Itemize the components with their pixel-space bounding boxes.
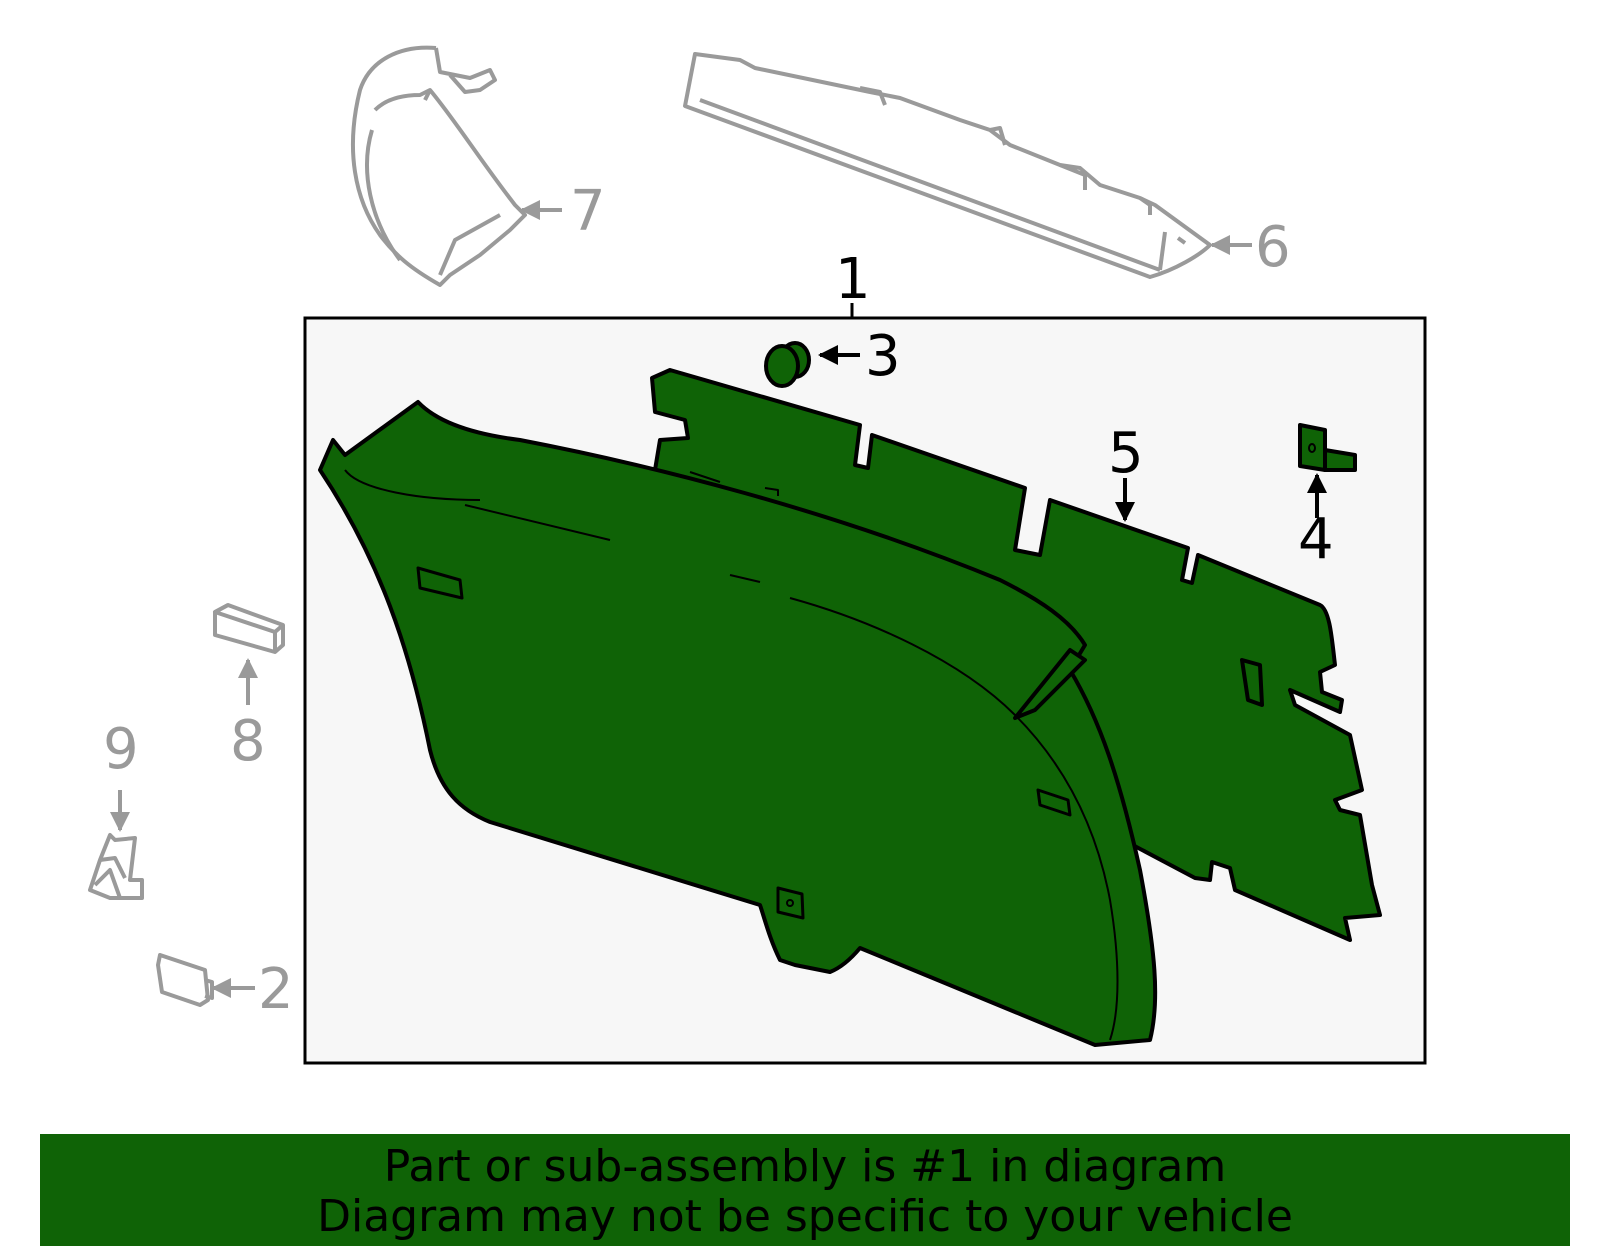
part-8-rect-clip[interactable]	[213, 603, 285, 654]
banner-line-disclaimer: Diagram may not be specific to your vehi…	[317, 1191, 1293, 1242]
callout-8[interactable]: 8	[230, 658, 266, 774]
part-9-bracket[interactable]	[88, 833, 144, 900]
svg-text:6: 6	[1255, 215, 1291, 280]
svg-text:3: 3	[865, 324, 901, 389]
svg-text:4: 4	[1298, 507, 1334, 572]
callout-4[interactable]: 4	[1298, 473, 1334, 572]
svg-text:8: 8	[230, 709, 266, 774]
part-1-trim-panel[interactable]	[318, 400, 1158, 1047]
info-banner: Part or sub-assembly is #1 in diagram Di…	[40, 1134, 1570, 1246]
svg-text:7: 7	[570, 179, 606, 244]
svg-text:9: 9	[103, 717, 139, 782]
callout-3[interactable]: 3	[818, 324, 901, 389]
callout-1[interactable]: 1	[835, 247, 871, 318]
svg-text:2: 2	[258, 957, 294, 1022]
callout-7[interactable]: 7	[520, 179, 606, 244]
part-3-push-pin[interactable]	[764, 341, 811, 388]
callout-2[interactable]: 2	[211, 957, 294, 1022]
part-7-side-molding[interactable]	[350, 45, 527, 287]
callout-5[interactable]: 5	[1108, 421, 1144, 522]
callout-6[interactable]: 6	[1210, 215, 1291, 280]
part-4-retainer-clip[interactable]	[1298, 423, 1357, 472]
callout-9[interactable]: 9	[103, 717, 139, 832]
part-6-upper-molding[interactable]	[683, 52, 1212, 279]
banner-line-assembly: Part or sub-assembly is #1 in diagram	[383, 1141, 1227, 1192]
part-2-cover-cap[interactable]	[156, 953, 214, 1007]
svg-text:1: 1	[835, 247, 871, 312]
svg-text:5: 5	[1108, 421, 1144, 486]
